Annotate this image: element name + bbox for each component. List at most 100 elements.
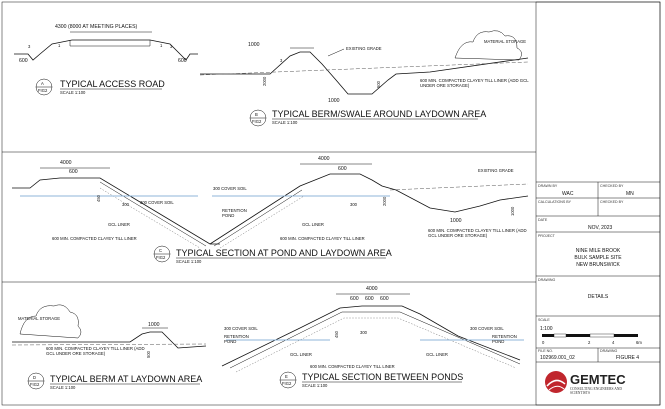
pond-crest-width: 4000 (60, 160, 72, 166)
material-storage-pile (454, 30, 522, 61)
pond-dim-450: 450 (96, 194, 101, 202)
detail-d-title: TYPICAL BERM AT LAYDOWN AREA (50, 374, 202, 384)
tag-c-sheet: FIG2 (156, 255, 166, 260)
tb-drawn-by-label: DRAWN BY (538, 184, 558, 188)
berm-height-dim: 2000 (262, 76, 267, 86)
detail-d-scale: SCALE 1:100 (50, 385, 76, 390)
ponds-top-600-c: 600 (380, 296, 389, 302)
pond-dim-2000: 2000 (382, 196, 387, 206)
tb-date: NOV, 2023 (588, 225, 612, 231)
pond-cover-soil-2: 300 COVER SOIL (213, 186, 247, 191)
road-slope-mid-left: 1 (58, 43, 61, 48)
pond-dim-300-b: 300 (350, 202, 358, 207)
pond-top-width-2: 600 (338, 166, 347, 172)
tag-a-sheet: FIG2 (38, 88, 48, 93)
ponds-cover-right: 300 COVER SOIL (470, 326, 504, 331)
pond-dim-300: 300 (122, 202, 130, 207)
scale-bar: 0 2 4 6m (542, 333, 642, 345)
scale-tick-6m: 6m (636, 340, 642, 345)
tag-b-letter: B (255, 112, 258, 117)
tag-a-letter: A (41, 81, 44, 86)
tb-checked-by: MN (626, 191, 634, 197)
road-width-dim: 4300 (8000 AT MEETING PLACES) (55, 24, 138, 30)
tb-project-line1: NINE MILE BROOK (576, 248, 621, 254)
laydown-berm-top: 1000 (148, 322, 160, 328)
scale-tick-4: 4 (612, 340, 615, 345)
tb-drawing: DETAILS (588, 294, 609, 300)
ponds-cover-left: 300 COVER SOIL (224, 326, 258, 331)
ponds-dim-300: 300 (360, 330, 368, 335)
detail-e-title: TYPICAL SECTION BETWEEN PONDS (302, 372, 463, 382)
tb-date-label: DATE (538, 218, 548, 222)
tag-d-sheet: FIG2 (30, 382, 40, 387)
ponds-top-600-a: 600 (350, 296, 359, 302)
tb-calculations-label: CALCULATIONS BY (538, 200, 572, 204)
tag-c-letter: C (159, 248, 162, 253)
tb-drawing-no-label: DRAWING (600, 349, 617, 353)
tb-file-no: 102969.001_02 (540, 355, 575, 361)
detail-a-scale: SCALE 1:100 (60, 90, 86, 95)
tb-scale: 1:100 (540, 326, 553, 332)
swale-height-dim: 500 (376, 80, 381, 88)
tag-d-letter: D (33, 375, 36, 380)
berm-top-dim: 1000 (248, 42, 260, 48)
ponds-retention-left: RETENTION POND (224, 334, 249, 345)
gemtec-logo: GEMTEC CONSULTING ENGINEERS AND SCIENTIS… (545, 371, 626, 396)
scale-tick-0: 0 (542, 340, 545, 345)
pond-gcl-liner-2: GCL LINER (302, 222, 324, 227)
road-ditch-right: 600 (178, 58, 187, 64)
ponds-clay-liner: 600 MIN. COMPACTED CLAYEY TILL LINER (310, 364, 395, 369)
detail-e-scale: SCALE 1:100 (302, 383, 328, 388)
tag-e-sheet: FIG2 (282, 381, 292, 386)
detail-access-road: 4300 (8000 AT MEETING PLACES) 3 3 1 1 60… (14, 24, 198, 96)
tb-company-tagline: CONSULTING ENGINEERS AND SCIENTISTS (570, 387, 622, 396)
pond-gcl-liner: GCL LINER (108, 222, 130, 227)
tb-drawing-label: DRAWING (538, 278, 555, 282)
road-slope-left: 3 (28, 44, 31, 49)
tb-checked-by-label-2: CHECKED BY (600, 200, 624, 204)
ponds-gcl-right: GCL LINER (426, 352, 448, 357)
berm-slope: 3 (280, 58, 283, 63)
detail-c-title: TYPICAL SECTION AT POND AND LAYDOWN AREA (176, 248, 392, 258)
pond-clay-liner-2: 600 MIN. COMPACTED CLAYEY TILL LINER (280, 236, 365, 241)
ponds-crest-width: 4000 (366, 286, 378, 292)
pond-swale-bottom: 1000 (450, 218, 462, 224)
scale-tick-2: 2 (588, 340, 591, 345)
pond-top-width: 600 (69, 169, 78, 175)
detail-c-scale: SCALE 1:100 (176, 259, 202, 264)
tb-drawing-no: FIGURE 4 (616, 355, 639, 361)
swale-bottom-dim: 1000 (328, 98, 340, 104)
detail-pond-laydown: 4000 600 450 300 300 COVER SOIL GCL LINE… (12, 156, 529, 264)
detail-berm-laydown: MATERIAL STORAGE 1000 500 600 MIN. COMPA… (11, 304, 207, 390)
detail-berm-swale: MATERIAL STORAGE 1000 EXISTING GRADE 200… (199, 30, 529, 127)
tb-company: GEMTEC (570, 372, 626, 387)
title-block: DRAWN BY WAC CHECKED BY MN CALCULATIONS … (535, 1, 661, 406)
laydown-liner-note: 600 MIN. COMPACTED CLAYEY TILL LINER (AD… (46, 346, 145, 357)
detail-between-ponds: 4000 600 600 600 450 300 300 COVER SOIL … (221, 286, 524, 389)
tb-drawn-by: WAC (562, 191, 574, 197)
tag-e-letter: E (285, 374, 288, 379)
tb-project-label: PROJECT (538, 234, 556, 238)
gemtec-logo-icon (545, 371, 567, 393)
ponds-retention-right: RETENTION POND (492, 334, 517, 345)
laydown-berm-height: 500 (146, 350, 151, 358)
pond-liner-ore-note: 600 MIN. COMPACTED CLAYEY TILL LINER (AD… (428, 228, 527, 239)
laydown-material-pile (19, 304, 82, 339)
pond-existing-grade: EXISTING GRADE (478, 168, 514, 173)
berm-existing-grade: EXISTING GRADE (346, 46, 382, 51)
laydown-material-storage: MATERIAL STORAGE (18, 316, 60, 321)
ponds-dim-450: 450 (334, 330, 339, 338)
tb-scale-label: SCALE (538, 318, 550, 322)
detail-b-scale: SCALE 1:100 (272, 120, 298, 125)
berm-material-storage: MATERIAL STORAGE (484, 39, 526, 44)
tb-project-line2: BULK SAMPLE SITE (574, 255, 622, 261)
pond-clay-liner: 600 MIN. COMPACTED CLAYEY TILL LINER (52, 236, 137, 241)
pond-cover-soil: 300 COVER SOIL (140, 200, 174, 205)
tb-checked-by-label: CHECKED BY (600, 184, 624, 188)
pond-swale-height: 1000 (510, 206, 515, 216)
detail-b-title: TYPICAL BERM/SWALE AROUND LAYDOWN AREA (272, 109, 486, 119)
pond-crest-width-2: 4000 (318, 156, 330, 162)
tag-b-sheet: FIG2 (252, 119, 262, 124)
road-slope-right: 3 (170, 44, 173, 49)
